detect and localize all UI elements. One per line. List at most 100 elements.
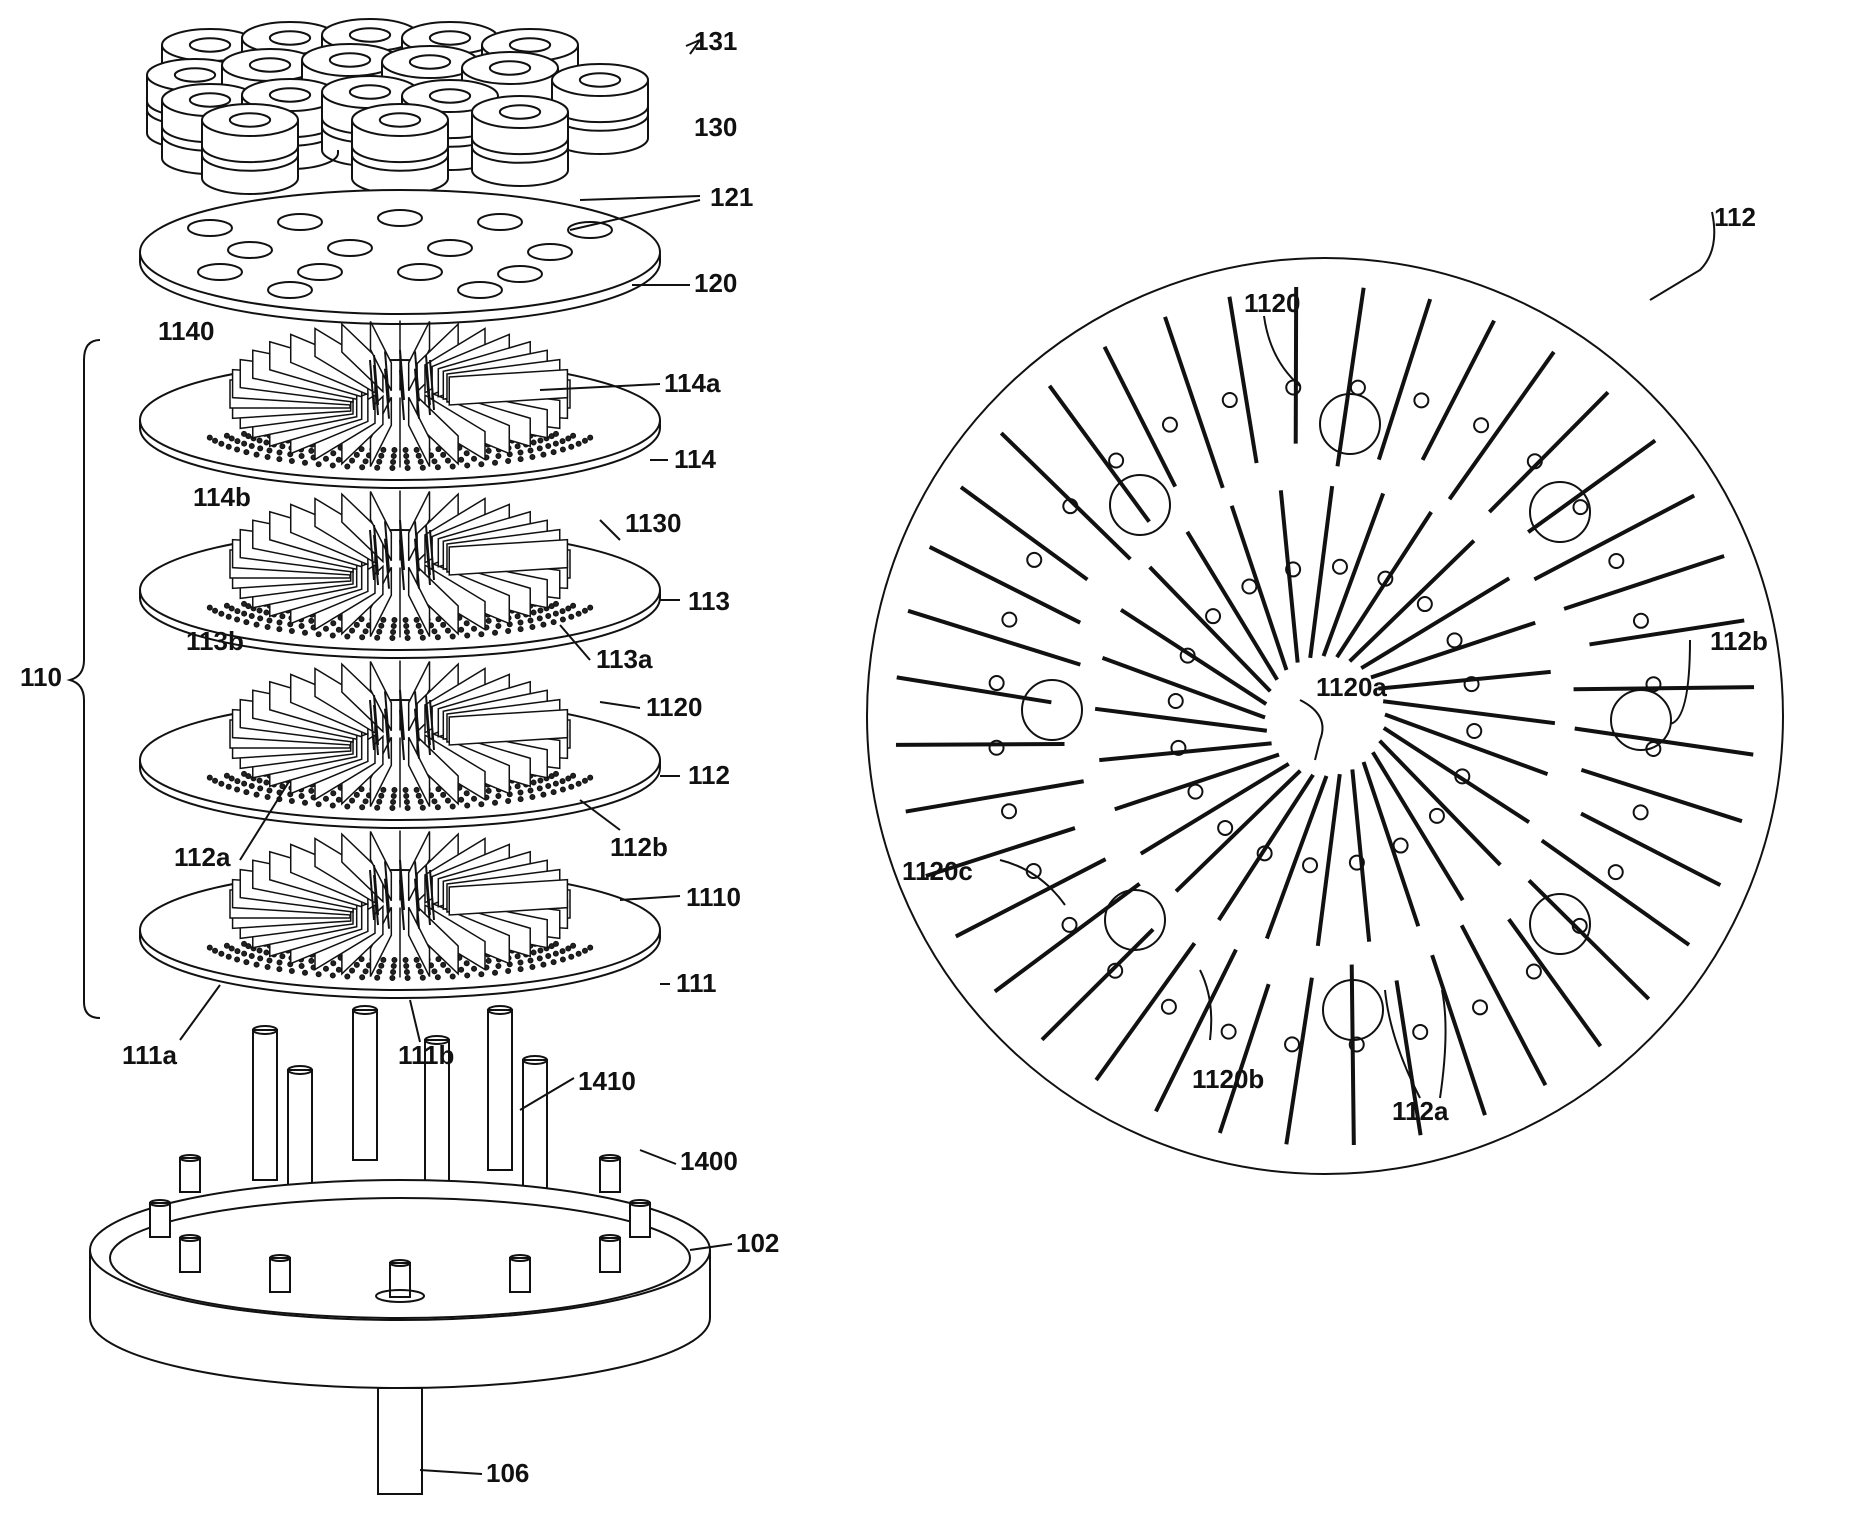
stage-112-perforation bbox=[404, 799, 409, 804]
inner-blade-1120 bbox=[1115, 755, 1279, 810]
stage-111-perforation bbox=[381, 957, 386, 962]
stage-113-perforation bbox=[546, 614, 551, 619]
stage-112-perforation bbox=[381, 787, 386, 792]
stage-114-perforation bbox=[277, 457, 282, 462]
stage-113-perforation bbox=[207, 605, 212, 610]
stage-111-perforation bbox=[420, 975, 425, 980]
stage-111-perforation bbox=[302, 970, 307, 975]
small-hole-112a bbox=[1063, 918, 1077, 932]
stage-114-perforation bbox=[391, 459, 396, 464]
large-hole-112b bbox=[1530, 482, 1590, 542]
stage-111-perforation bbox=[219, 951, 224, 956]
stage-111-perforation bbox=[345, 974, 350, 979]
label-r1120: 1120 bbox=[1244, 288, 1300, 318]
stage-111-perforation bbox=[571, 943, 576, 948]
stage-114-perforation bbox=[404, 453, 409, 458]
stage-114-perforation bbox=[576, 441, 581, 446]
stage-114-perforation bbox=[363, 459, 368, 464]
stage-113-perforation bbox=[403, 617, 408, 622]
outer-blade-1120 bbox=[1352, 965, 1354, 1145]
stage-111-perforation bbox=[390, 975, 395, 980]
stage-113-perforation bbox=[309, 618, 314, 623]
stage-112-perforation bbox=[258, 786, 263, 791]
stage-112-perforation bbox=[432, 799, 437, 804]
stage-114-perforation bbox=[377, 459, 382, 464]
outer-blade-1120 bbox=[1564, 556, 1724, 609]
stage-111-perforation bbox=[553, 941, 558, 946]
inner-blade-1120 bbox=[1310, 486, 1332, 658]
stage-111-perforation bbox=[375, 975, 380, 980]
stage-114-perforation bbox=[530, 454, 535, 459]
stage-113-perforation bbox=[267, 618, 272, 623]
stage-112-perforation bbox=[265, 794, 270, 799]
small-hole-112a bbox=[1223, 393, 1237, 407]
rod-1410 bbox=[253, 1030, 277, 1180]
label-114: 114 bbox=[674, 444, 716, 474]
stage-111-perforation bbox=[280, 954, 285, 959]
inner-blade-1120 bbox=[1232, 506, 1287, 670]
inner-blade-1120 bbox=[1383, 701, 1555, 723]
stage-111-perforation bbox=[464, 961, 469, 966]
stage-111-perforation bbox=[432, 969, 437, 974]
stage-113-perforation bbox=[420, 635, 425, 640]
label-1410: 1410 bbox=[578, 1066, 636, 1096]
small-hole-112a bbox=[1394, 839, 1408, 853]
stage-114-perforation bbox=[331, 451, 336, 456]
stage-114-perforation bbox=[472, 456, 477, 461]
outer-blade-1120 bbox=[896, 744, 1065, 745]
stage-114-perforation bbox=[486, 448, 491, 453]
stage-112-perforation bbox=[405, 805, 410, 810]
stage-112-perforation bbox=[414, 787, 419, 792]
stage-114-perforation bbox=[264, 440, 269, 445]
pin-1400 bbox=[180, 1158, 200, 1192]
stage-113-perforation bbox=[265, 624, 270, 629]
stage-114-perforation bbox=[330, 463, 335, 468]
stage-111-perforation bbox=[569, 954, 574, 959]
stage-111-perforation bbox=[506, 969, 511, 974]
stage-114-perforation bbox=[541, 452, 546, 457]
small-hole-112a bbox=[1027, 553, 1041, 567]
stage-112-perforation bbox=[560, 787, 565, 792]
stage-111-perforation bbox=[553, 951, 558, 956]
inner-blade-1120 bbox=[1150, 567, 1271, 691]
center-mark-1120a bbox=[1300, 700, 1323, 760]
stage-113-perforation bbox=[404, 629, 409, 634]
stage-113-perforation bbox=[235, 609, 240, 614]
leader-1130 bbox=[600, 520, 620, 540]
stage-111-perforation bbox=[299, 963, 304, 968]
inner-blade-1120 bbox=[1364, 762, 1419, 926]
stage-111-perforation bbox=[416, 963, 421, 968]
stage-111-perforation bbox=[541, 962, 546, 967]
small-hole-112a bbox=[1634, 805, 1648, 819]
leader-111a bbox=[180, 985, 220, 1040]
stage-112-perforation bbox=[379, 793, 384, 798]
stage-114-perforation bbox=[553, 431, 558, 436]
stage-113-perforation bbox=[242, 611, 247, 616]
stage-114-perforation bbox=[479, 462, 484, 467]
small-hole-112a bbox=[1474, 418, 1488, 432]
pin-1400 bbox=[150, 1203, 170, 1237]
leader-1400 bbox=[640, 1150, 676, 1164]
stage-111-perforation bbox=[244, 960, 249, 965]
label-130: 130 bbox=[694, 112, 737, 142]
stage-111-perforation bbox=[546, 954, 551, 959]
stage-113-perforation bbox=[450, 634, 455, 639]
label-1110: 1110 bbox=[686, 882, 741, 912]
stage-112-perforation bbox=[254, 792, 259, 797]
stage-113-perforation bbox=[479, 632, 484, 637]
stage-113-perforation bbox=[445, 628, 450, 633]
stage-111-perforation bbox=[515, 954, 520, 959]
stage-112-perforation bbox=[546, 784, 551, 789]
stage-113-perforation bbox=[537, 616, 542, 621]
small-hole-112a bbox=[1609, 554, 1623, 568]
stage-114-perforation bbox=[404, 459, 409, 464]
stage-111-perforation bbox=[566, 946, 571, 951]
stage-113-perforation bbox=[541, 622, 546, 627]
leader-112b bbox=[580, 800, 620, 830]
stage-112-perforation bbox=[582, 778, 587, 783]
leader-106 bbox=[420, 1470, 482, 1474]
stage-111-perforation bbox=[377, 969, 382, 974]
label-r112b: 112b bbox=[1710, 626, 1768, 656]
stage-114-perforation bbox=[345, 464, 350, 469]
stage-111-perforation bbox=[323, 966, 328, 971]
